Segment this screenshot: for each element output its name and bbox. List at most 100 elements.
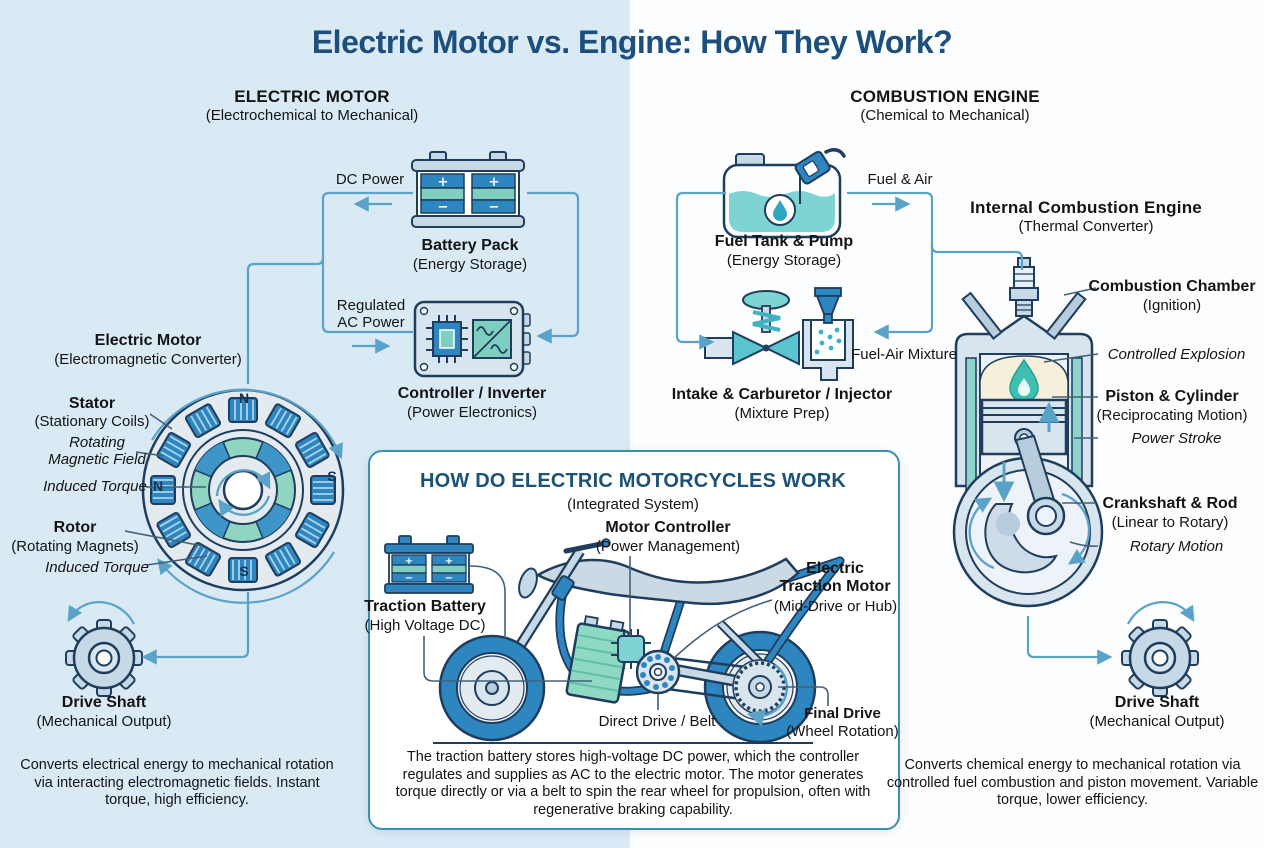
stator-label: Stator xyxy=(68,395,116,412)
fuel-tank-sublabel: (Energy Storage) xyxy=(726,252,842,269)
svg-text:+: + xyxy=(438,175,449,190)
svg-text:−: − xyxy=(438,200,449,215)
controller-inverter-icon xyxy=(413,300,531,378)
motor-controller-sublabel: (Power Management) xyxy=(595,538,741,555)
right-section-header: COMBUSTION ENGINE xyxy=(850,87,1040,106)
svg-text:+: + xyxy=(445,556,453,567)
motor-rotation-arc-bottom xyxy=(157,551,335,604)
final-drive-sublabel: (Wheel Rotation) xyxy=(786,723,899,740)
battery-pack-icon: + + − − xyxy=(411,151,525,228)
combustion-chamber-sublabel: (Ignition) xyxy=(1142,297,1202,314)
motor-to-driveshaft-line xyxy=(141,592,250,665)
carburetor-sublabel: (Mixture Prep) xyxy=(734,405,830,422)
electric-motor-sublabel: (Electromagnetic Converter) xyxy=(54,351,242,368)
electric-motor-cross-section-icon xyxy=(141,388,345,592)
traction-battery-leader xyxy=(423,636,592,682)
power-stroke-label: Power Stroke xyxy=(1131,430,1222,447)
motor-n-top: N xyxy=(238,390,250,406)
combustion-chamber-leader xyxy=(1063,287,1097,296)
induced-torque-bottom-label: Induced Torque xyxy=(45,559,149,576)
battery-icon-leader xyxy=(469,565,506,638)
traction-battery-sublabel: (High Voltage DC) xyxy=(364,617,486,634)
right-section-subheader: (Chemical to Mechanical) xyxy=(860,107,1030,124)
battery-pack-sublabel: (Energy Storage) xyxy=(412,256,528,273)
piston-sublabel: (Reciprocating Motion) xyxy=(1096,407,1248,424)
rotor-leader xyxy=(124,530,204,547)
mixture-label: Fuel-Air Mixture xyxy=(851,346,957,363)
gear-right-rotation-arrow xyxy=(1127,601,1195,625)
gear-left-rotation-arrow xyxy=(67,601,135,625)
crankshaft-sublabel: (Linear to Rotary) xyxy=(1111,514,1229,531)
motor-rotation-arc-top xyxy=(151,388,343,460)
motor-controller-label: Motor Controller xyxy=(605,519,731,536)
final-drive-leader xyxy=(778,686,829,706)
panel-subheader: (Integrated System) xyxy=(567,496,699,513)
motor-n-left: N xyxy=(152,478,164,494)
left-section-subheader: (Electrochemical to Mechanical) xyxy=(205,107,419,124)
dc-branch-to-motor-line xyxy=(246,257,325,384)
rotary-motion-leader xyxy=(1069,541,1099,547)
page-title: Electric Motor vs. Engine: How They Work… xyxy=(311,24,953,60)
svg-text:−: − xyxy=(445,573,453,584)
mixture-to-engine-line xyxy=(930,245,1024,270)
tank-to-carburetor-line xyxy=(675,191,726,350)
rotor-label: Rotor xyxy=(53,519,97,536)
fuel-air-label: Fuel & Air xyxy=(867,171,933,188)
crankshaft-label: Crankshaft & Rod xyxy=(1102,495,1238,512)
panel-header: HOW DO ELECTRIC MOTORCYCLES WORK xyxy=(419,470,847,492)
traction-battery-label: Traction Battery xyxy=(364,598,486,615)
drive-shaft-gear-icon xyxy=(1121,619,1199,697)
explosion-label: Controlled Explosion xyxy=(1107,346,1246,363)
rotor-sublabel: (Rotating Magnets) xyxy=(11,538,139,555)
drive-shaft-right-sublabel: (Mechanical Output) xyxy=(1089,713,1225,730)
traction-motor-label: Electric Traction Motor xyxy=(779,560,891,596)
traction-motor-leader xyxy=(673,599,773,659)
rotating-field-label: Rotating Magnetic Field xyxy=(48,434,146,469)
induced-torque-top-label: Induced Torque xyxy=(43,478,147,495)
svg-text:−: − xyxy=(489,200,500,215)
svg-text:+: + xyxy=(405,556,413,567)
direct-drive-label: Direct Drive / Belt xyxy=(598,713,716,730)
piston-label: Piston & Cylinder xyxy=(1105,388,1239,405)
fuel-tank-label: Fuel Tank & Pump xyxy=(714,233,854,250)
crank-to-driveshaft-line xyxy=(1026,616,1113,665)
rotary-motion-label: Rotary Motion xyxy=(1129,538,1224,555)
svg-text:−: − xyxy=(405,573,413,584)
right-summary: Converts chemical energy to mechanical r… xyxy=(886,757,1259,809)
regulated-ac-label: Regulated AC Power xyxy=(336,297,406,332)
dc-power-label: DC Power xyxy=(335,171,405,188)
controller-label: Controller / Inverter xyxy=(397,385,547,402)
mixture-line xyxy=(847,191,934,340)
drive-shaft-right-label: Drive Shaft xyxy=(1114,694,1200,711)
battery-pack-label: Battery Pack xyxy=(421,237,519,254)
engine-cutaway-icon xyxy=(952,257,1104,608)
controller-sublabel: (Power Electronics) xyxy=(406,404,538,421)
traction-battery-icon: + + − − xyxy=(384,535,474,594)
left-summary: Converts electrical energy to mechanical… xyxy=(20,757,334,809)
svg-text:+: + xyxy=(489,175,500,190)
drive-shaft-left-sublabel: (Mechanical Output) xyxy=(36,713,172,730)
electric-motorcycle-icon xyxy=(433,538,845,744)
battery-to-controller-line xyxy=(321,191,413,334)
stator-leader xyxy=(149,413,173,430)
motor-s-bottom: S xyxy=(239,563,249,579)
combustion-chamber-label: Combustion Chamber xyxy=(1088,278,1256,295)
traction-motor-sublabel: (Mid-Drive or Hub) xyxy=(773,598,898,615)
motor-s-right: S xyxy=(327,468,337,484)
induced-torque-bottom-leader xyxy=(146,555,208,566)
electric-motor-label: Electric Motor xyxy=(94,332,202,349)
fuel-tank-pump-icon xyxy=(722,148,846,239)
ice-label: Internal Combustion Engine xyxy=(970,198,1202,217)
left-section-header: ELECTRIC MOTOR xyxy=(234,87,390,106)
carburetor-label: Intake & Carburetor / Injector xyxy=(671,386,893,403)
final-drive-label: Final Drive xyxy=(804,705,881,722)
battery-right-to-controller-line xyxy=(527,191,580,344)
motorcycle-panel xyxy=(368,450,900,830)
explosion-leader xyxy=(1043,353,1099,363)
panel-paragraph: The traction battery stores high-voltage… xyxy=(395,749,871,819)
stator-sublabel: (Stationary Coils) xyxy=(34,413,150,430)
drive-shaft-left-label: Drive Shaft xyxy=(61,694,147,711)
ice-sublabel: (Thermal Converter) xyxy=(1018,218,1154,235)
